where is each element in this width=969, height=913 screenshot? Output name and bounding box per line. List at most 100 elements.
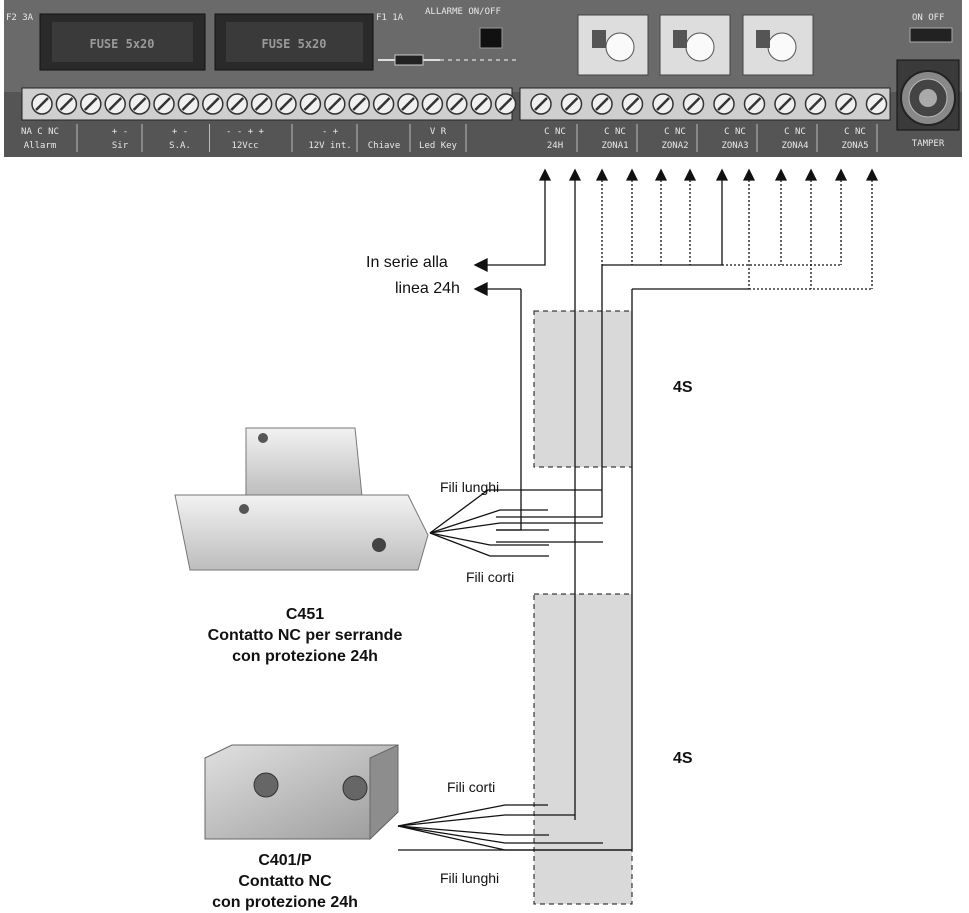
screw-slot xyxy=(376,97,391,111)
arrow-up-icon xyxy=(683,168,697,181)
fuse-tag: F1 1A xyxy=(376,13,404,23)
screw-slot xyxy=(132,97,147,111)
fuse-label: FUSE 5x20 xyxy=(261,37,326,51)
terminal-group-label: 12Vcc xyxy=(231,141,258,151)
screw-slot xyxy=(808,97,823,111)
arrow-left-icon xyxy=(473,257,488,273)
terminal-group-label: ZONA5 xyxy=(841,141,868,151)
arrow-up-icon xyxy=(742,168,756,181)
terminal-group-label: 24H xyxy=(547,141,563,151)
arrow-up-icon xyxy=(568,168,582,181)
screw-hole-icon xyxy=(239,504,249,514)
c401p-protection: con protezione 24h xyxy=(212,894,358,911)
trimmer-2[interactable] xyxy=(659,14,731,76)
screw-slot xyxy=(778,97,792,111)
c451-wire xyxy=(429,489,602,534)
terminal-pin-label: - - + + xyxy=(226,127,265,137)
screws-left xyxy=(31,93,517,115)
screw-slot xyxy=(327,97,342,111)
screw-slot xyxy=(352,97,367,111)
shield-label-bottom: 4S xyxy=(673,750,693,767)
long-wires-label: Fili lunghi xyxy=(440,870,500,886)
screw-slot xyxy=(401,97,415,111)
fuse-1: FUSE 5x20 xyxy=(39,13,206,71)
short-wires-label: Fili corti xyxy=(447,779,496,795)
screw-slot xyxy=(564,97,579,111)
screw-slot xyxy=(230,97,245,111)
arrow-up-icon xyxy=(804,168,818,181)
terminal-pin-label: C NC xyxy=(544,127,566,137)
jumper xyxy=(440,27,520,61)
arrow-up-icon xyxy=(625,168,639,181)
screw-slot xyxy=(595,97,609,111)
c451-description: Contatto NC per serrande xyxy=(207,627,403,644)
trimmer-3[interactable] xyxy=(742,14,814,76)
screw-slot xyxy=(625,97,640,111)
c401p-wire xyxy=(397,825,632,851)
arrow-up-icon xyxy=(538,168,552,181)
screw-slot xyxy=(498,97,513,111)
terminal-group-label: Allarm xyxy=(24,141,57,151)
screw-hole-icon xyxy=(372,538,386,552)
screw-slot xyxy=(869,97,884,111)
c401p-body xyxy=(204,744,399,840)
screw-slot xyxy=(747,97,762,111)
terminal-group-label: ZONA4 xyxy=(781,141,808,151)
c401p-caption: C401/P Contatto NC con protezione 24h xyxy=(175,850,395,913)
screw-slot xyxy=(35,97,49,111)
shield-label-top: 4S xyxy=(673,379,693,396)
screw-slot xyxy=(157,97,171,111)
screw-slot xyxy=(59,97,74,111)
arrow-up-icon xyxy=(774,168,788,181)
c451-body xyxy=(174,494,429,571)
screw-hole-icon xyxy=(258,433,268,443)
screw-hole-icon xyxy=(253,772,279,798)
c401p-wire xyxy=(397,825,603,844)
screw-slot xyxy=(181,97,196,111)
c451-wire xyxy=(429,509,548,534)
terminal-pin-label: - + xyxy=(322,127,339,137)
wire-zone-c-c451 xyxy=(496,265,603,518)
wire-24h-c xyxy=(485,180,546,266)
shield-box-bottom xyxy=(533,593,633,905)
c451-protection: con protezione 24h xyxy=(232,648,378,665)
screw-slot xyxy=(717,97,731,111)
terminal-group-label: ZONA3 xyxy=(721,141,748,151)
on-off-switch[interactable] xyxy=(909,27,953,43)
arrow-up-icon xyxy=(834,168,848,181)
wiring xyxy=(397,168,879,851)
terminal-group-label: ZONA1 xyxy=(601,141,628,151)
screw-slot xyxy=(108,97,123,111)
c401p-wire xyxy=(397,804,548,827)
arrow-left-icon xyxy=(473,281,488,297)
screw-slot xyxy=(303,97,318,111)
terminal-pin-label: C NC xyxy=(664,127,686,137)
screw-slot xyxy=(83,97,98,111)
arrow-up-icon xyxy=(865,168,879,181)
c451-caption: C451 Contatto NC per serrande con protez… xyxy=(170,604,440,667)
c451-wire xyxy=(429,522,603,534)
c451-wire xyxy=(429,532,549,557)
fuse-tag: F2 3A xyxy=(6,13,34,23)
screw-hole-icon xyxy=(342,775,368,801)
terminal-pin-label: C NC xyxy=(844,127,866,137)
screws-right xyxy=(530,93,888,115)
terminal-pin-label: C NC xyxy=(784,127,806,137)
c451-contact xyxy=(174,427,429,571)
trimmer-1[interactable] xyxy=(577,14,649,76)
short-wires-label: Fili corti xyxy=(466,569,515,585)
screw-slot xyxy=(534,97,548,111)
terminal-group-label: ZONA2 xyxy=(661,141,688,151)
jumper-label: ALLARME ON/OFF xyxy=(425,7,501,17)
diode xyxy=(378,54,440,66)
switch-label: ON OFF xyxy=(912,13,945,23)
tamper-label: TAMPER xyxy=(912,139,945,149)
screw-slot xyxy=(279,97,293,111)
screw-slot xyxy=(205,97,220,111)
c401p-wire xyxy=(397,814,575,827)
terminal-pin-label: C NC xyxy=(724,127,746,137)
c401p-contact xyxy=(204,744,399,841)
wire-24h-loop-c451 xyxy=(496,289,522,531)
